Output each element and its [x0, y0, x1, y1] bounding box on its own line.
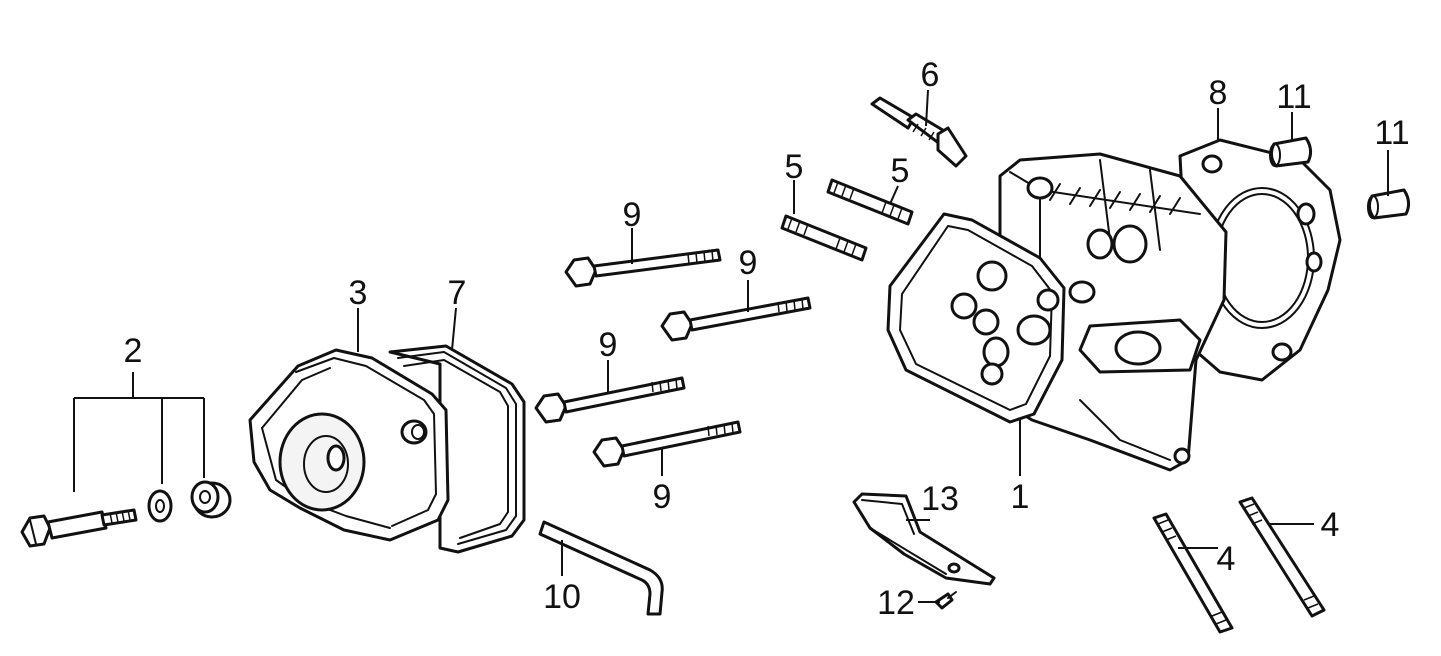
- callout-9-b: 9: [739, 244, 758, 282]
- callout-11-a: 11: [1276, 78, 1311, 116]
- part-4-stud-b: [1238, 496, 1326, 618]
- callout-10: 10: [543, 578, 581, 616]
- part-3-valve-cover: [248, 348, 450, 542]
- callout-5-b: 5: [891, 152, 910, 190]
- part-5-stud-b: [826, 178, 914, 226]
- callout-11-b: 11: [1374, 114, 1409, 152]
- leader-lines: [357, 89, 1389, 603]
- part-9-bolt-c: [534, 376, 686, 424]
- callout-3: 3: [349, 274, 368, 312]
- callout-9-c: 9: [599, 326, 618, 364]
- callout-8: 8: [1209, 74, 1228, 112]
- part-9-bolt-a: [564, 248, 722, 288]
- callout-1: 1: [1011, 478, 1030, 516]
- part-2-washer: [147, 489, 173, 523]
- callout-12: 12: [877, 584, 915, 622]
- part-9-bolt-b: [660, 296, 812, 342]
- part-10-tube: [538, 520, 664, 616]
- callout-9-d: 9: [653, 478, 672, 516]
- part-1-cylinder-head: [886, 152, 1228, 472]
- part-2-bolt: [20, 508, 138, 548]
- callout-6: 6: [921, 56, 940, 94]
- callout-4-a: 4: [1217, 540, 1236, 578]
- part-2-grommet: [190, 480, 232, 519]
- part-5-stud-a: [780, 214, 868, 262]
- callout-9-a: 9: [623, 196, 642, 234]
- part-11-dowel-a: [1269, 136, 1313, 168]
- callout-13: 13: [921, 480, 959, 518]
- part-4-stud-a: [1152, 512, 1234, 634]
- part-9-bolt-d: [592, 420, 742, 468]
- callout-2-bracket: [73, 372, 205, 492]
- callout-7: 7: [448, 274, 467, 312]
- part-6-spark-plug: [870, 96, 968, 168]
- part-11-dowel-b: [1367, 188, 1411, 220]
- part-13-deflector: [852, 492, 996, 586]
- part-12-screw: [934, 591, 957, 610]
- callout-4-b: 4: [1321, 506, 1340, 544]
- callout-2: 2: [124, 332, 143, 370]
- callout-5-a: 5: [785, 148, 804, 186]
